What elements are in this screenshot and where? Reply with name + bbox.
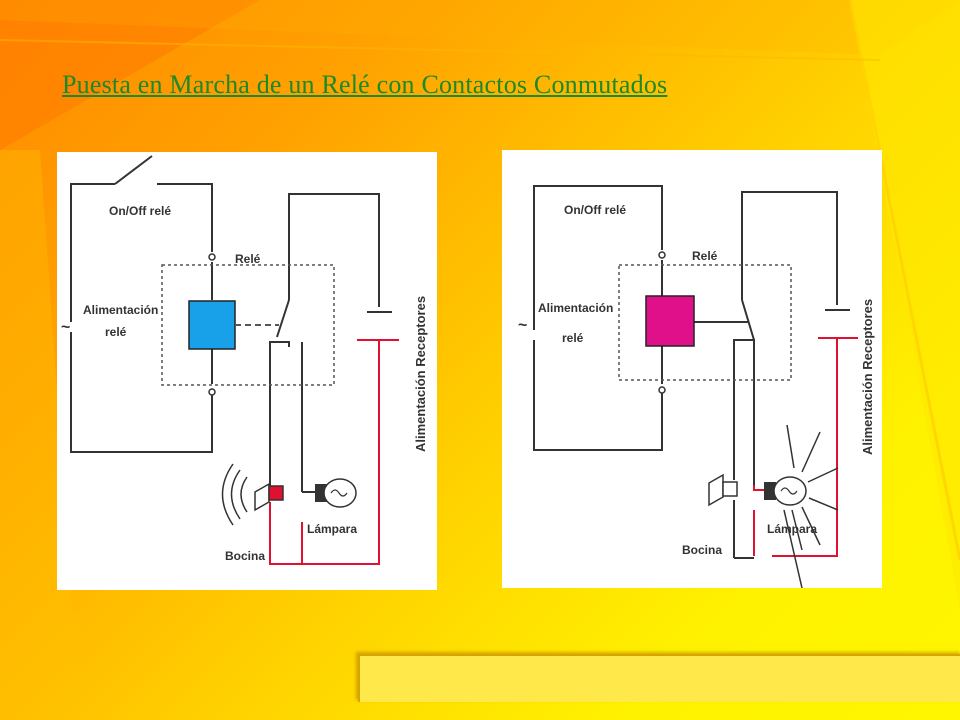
circuit-diagram-right-svg: On/Off relé Relé Alimentación relé ~ Ali… — [518, 185, 875, 588]
switch-label: On/Off relé — [564, 203, 626, 217]
red-wiring-right — [753, 337, 858, 557]
relay-label: Relé — [235, 252, 261, 266]
lamp-icon — [315, 478, 357, 508]
horn-label: Bocina — [682, 543, 722, 557]
supply-label-line1: Alimentación — [538, 301, 613, 315]
circuit-diagram-relay-off: On/Off relé Relé Alimentación relé ~ Ali… — [57, 152, 437, 590]
receivers-supply-label: Alimentación Receptores — [413, 296, 428, 452]
wiring-right — [533, 185, 850, 558]
supply-label-line2: relé — [105, 325, 127, 339]
relay-frame — [161, 264, 335, 386]
lamp-lit-icon — [764, 424, 839, 588]
horn-label: Bocina — [225, 549, 265, 563]
circuit-diagram-left-svg: On/Off relé Relé Alimentación relé ~ Ali… — [61, 155, 428, 565]
red-wiring-left — [269, 339, 399, 565]
relay-label: Relé — [692, 249, 718, 263]
supply-label-line2: relé — [562, 331, 584, 345]
lamp-label: Lámpara — [767, 522, 817, 536]
relay-frame — [618, 264, 792, 381]
slide-title-link[interactable]: Puesta en Marcha de un Relé con Contacto… — [62, 70, 668, 99]
wiring-left — [70, 155, 392, 493]
lamp-label: Lámpara — [307, 522, 357, 536]
horn-icon — [221, 463, 284, 526]
horn-icon — [708, 473, 738, 507]
switch-label: On/Off relé — [109, 204, 171, 218]
receivers-supply-label: Alimentación Receptores — [860, 299, 875, 455]
circuit-diagram-relay-on: On/Off relé Relé Alimentación relé ~ Ali… — [502, 150, 882, 588]
supply-label-line1: Alimentación — [83, 303, 158, 317]
relay-coil — [645, 295, 695, 347]
relay-coil — [188, 300, 236, 350]
footer-bar — [358, 654, 960, 702]
ac-symbol: ~ — [61, 319, 70, 336]
ac-symbol: ~ — [518, 317, 527, 334]
